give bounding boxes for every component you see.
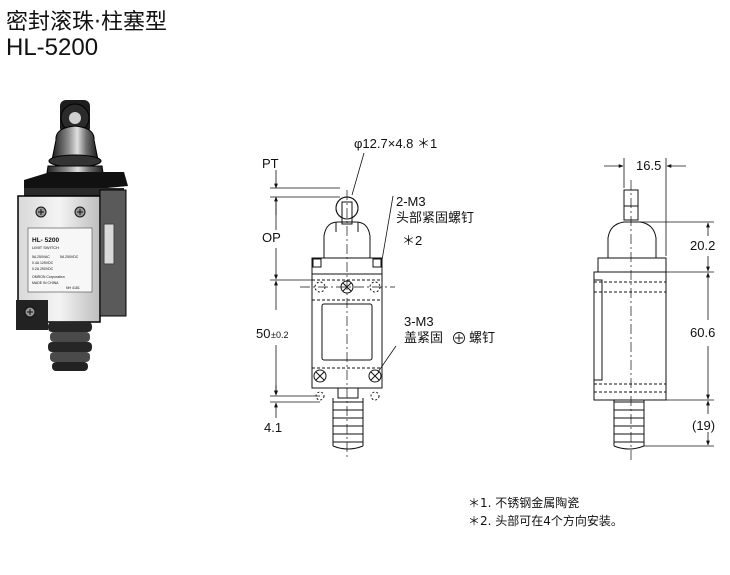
- plate-rating-4: 0.2A 250VDC: [32, 267, 54, 271]
- footnote-2: ＊2. 头部可在4个方向安装。: [468, 513, 623, 528]
- plate-rating-3: 0.4A 125VDC: [32, 261, 54, 265]
- head-screw-note: ＊2: [402, 233, 422, 248]
- front-view-dimensions: [270, 152, 397, 418]
- side-view-labels: 16.5 20.2 60.6 (19): [636, 158, 715, 433]
- plate-code: NH 4181: [66, 286, 80, 290]
- plate-rating-2: 5A 250VDC: [60, 255, 79, 259]
- dim-4-1-label: 4.1: [264, 420, 282, 435]
- product-title-cn: 密封滚珠·柱塞型: [6, 10, 167, 35]
- plate-type: LIMIT SWITCH: [32, 245, 59, 250]
- plate-model: HL- 5200: [32, 237, 59, 244]
- head-screw-desc: 头部紧固螺钉: [396, 211, 474, 226]
- dim-50-label: 50: [256, 326, 270, 341]
- side-view-drawing: [593, 180, 667, 460]
- plate-maker: OMRON Corporation: [32, 275, 65, 279]
- plate-origin: MADE IN CHINA: [32, 281, 59, 285]
- cover-screw-desc: 盖紧固: [404, 331, 443, 346]
- dim-50-tolerance: ±0.2: [271, 330, 288, 340]
- model-number: HL-5200: [6, 34, 99, 61]
- front-view-drawing: [300, 190, 395, 460]
- product-photo: HL- 5200 LIMIT SWITCH 5A 250VAC 5A 250VD…: [16, 100, 128, 371]
- cover-screw-spec: 3-M3: [404, 314, 434, 329]
- footnote-1: ＊1. 不锈钢金属陶瓷: [468, 495, 579, 510]
- plate-rating-1: 5A 250VAC: [32, 255, 50, 259]
- head-screw-spec: 2-M3: [396, 194, 426, 209]
- footnotes: ＊1. 不锈钢金属陶瓷 ＊2. 头部可在4个方向安装。: [468, 495, 623, 528]
- dim-20-2-label: 20.2: [690, 238, 715, 253]
- pt-label: PT: [262, 156, 279, 171]
- side-view-dimensions: [604, 158, 714, 447]
- front-view-labels: φ12.7×4.8 ＊1 PT OP 50 ±0.2 4.1 2-M3 头部紧固…: [256, 136, 495, 435]
- phillips-screw-icon: [453, 332, 465, 344]
- dim-60-6-label: 60.6: [690, 325, 715, 340]
- dim-16-5-label: 16.5: [636, 158, 661, 173]
- op-label: OP: [262, 230, 281, 245]
- cover-screw-desc-2: 螺钉: [469, 331, 495, 346]
- roller-dimension-label: φ12.7×4.8 ＊1: [354, 136, 437, 151]
- dim-19-label: (19): [692, 418, 715, 433]
